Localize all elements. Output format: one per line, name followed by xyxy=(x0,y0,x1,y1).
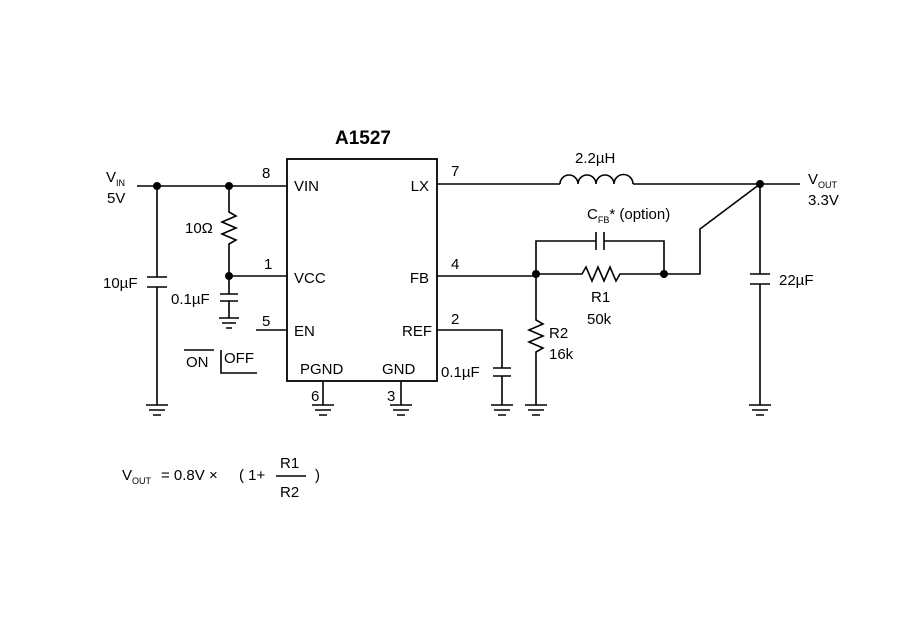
pin-8-number: 8 xyxy=(262,165,270,182)
pin-fb-label: FB xyxy=(410,270,429,287)
r1-name: R1 xyxy=(591,289,610,306)
inductor-label: 2.2µH xyxy=(575,150,615,167)
formula-denominator: R2 xyxy=(280,484,299,501)
pin-ref-label: REF xyxy=(402,323,432,340)
chip-name: A1527 xyxy=(335,128,391,149)
pin-pgnd-label: PGND xyxy=(300,361,344,378)
vout-value: 3.3V xyxy=(808,192,839,209)
resistor-symbol xyxy=(219,186,287,277)
capacitor-symbol xyxy=(750,273,770,285)
pin-3-number: 3 xyxy=(387,388,395,405)
pin-en-label: EN xyxy=(294,323,315,340)
r-vcc-label: 10Ω xyxy=(185,220,213,237)
output-voltage-formula: VOUT = 0.8V × ( 1+ R1 R2 ) xyxy=(122,455,320,501)
vout-label: VOUT xyxy=(808,171,838,190)
ref-wire xyxy=(437,329,503,405)
cref-label: 0.1µF xyxy=(441,364,480,381)
r2-value: 16k xyxy=(549,346,574,363)
formula-paren-close: ) xyxy=(315,467,320,484)
r1-resistor-symbol xyxy=(536,264,664,284)
pin-4-number: 4 xyxy=(451,256,459,273)
capacitor-symbol xyxy=(493,367,511,377)
pin-lx-label: LX xyxy=(411,178,429,195)
cfb-wire xyxy=(535,240,665,274)
pin-6-number: 6 xyxy=(311,388,319,405)
chip-body xyxy=(286,158,438,382)
ground-symbol xyxy=(491,404,513,416)
cfb-label: CFB* (option) xyxy=(587,206,670,225)
pin-2-number: 2 xyxy=(451,311,459,328)
capacitor-symbol xyxy=(595,232,605,250)
inductor-symbol xyxy=(559,173,634,185)
r1-value: 50k xyxy=(587,311,612,328)
capacitor-symbol xyxy=(147,276,167,288)
formula-eq: = 0.8V × xyxy=(161,467,218,484)
r2-name: R2 xyxy=(549,325,568,342)
ground-symbol xyxy=(219,317,239,329)
pin-1-number: 1 xyxy=(264,256,272,273)
pin-7-number: 7 xyxy=(451,163,459,180)
ground-symbol xyxy=(749,404,771,416)
capacitor-symbol xyxy=(220,293,238,302)
pin-gnd-label: GND xyxy=(382,361,416,378)
ground-symbol xyxy=(390,404,412,416)
cout-label: 22µF xyxy=(779,272,814,289)
r2-resistor-symbol xyxy=(526,274,546,405)
ground-symbol xyxy=(146,404,168,416)
switch-off-label: OFF xyxy=(224,350,254,367)
pin-vin-label: VIN xyxy=(294,178,319,195)
cvcc-label: 0.1µF xyxy=(171,291,210,308)
switch-on-label: ON xyxy=(186,354,209,371)
vin-label: VIN xyxy=(106,169,125,188)
pin-vcc-label: VCC xyxy=(294,270,326,287)
cin-label: 10µF xyxy=(103,275,138,292)
vin-value: 5V xyxy=(107,190,125,207)
on-off-switch-symbol xyxy=(184,349,257,374)
formula-vout: VOUT xyxy=(122,467,152,486)
pin-5-number: 5 xyxy=(262,313,270,330)
ground-symbol xyxy=(525,404,547,416)
formula-paren-open: ( 1+ xyxy=(239,467,266,484)
feedback-wire xyxy=(664,183,761,275)
ground-symbol xyxy=(312,404,334,416)
formula-numerator: R1 xyxy=(280,455,299,472)
